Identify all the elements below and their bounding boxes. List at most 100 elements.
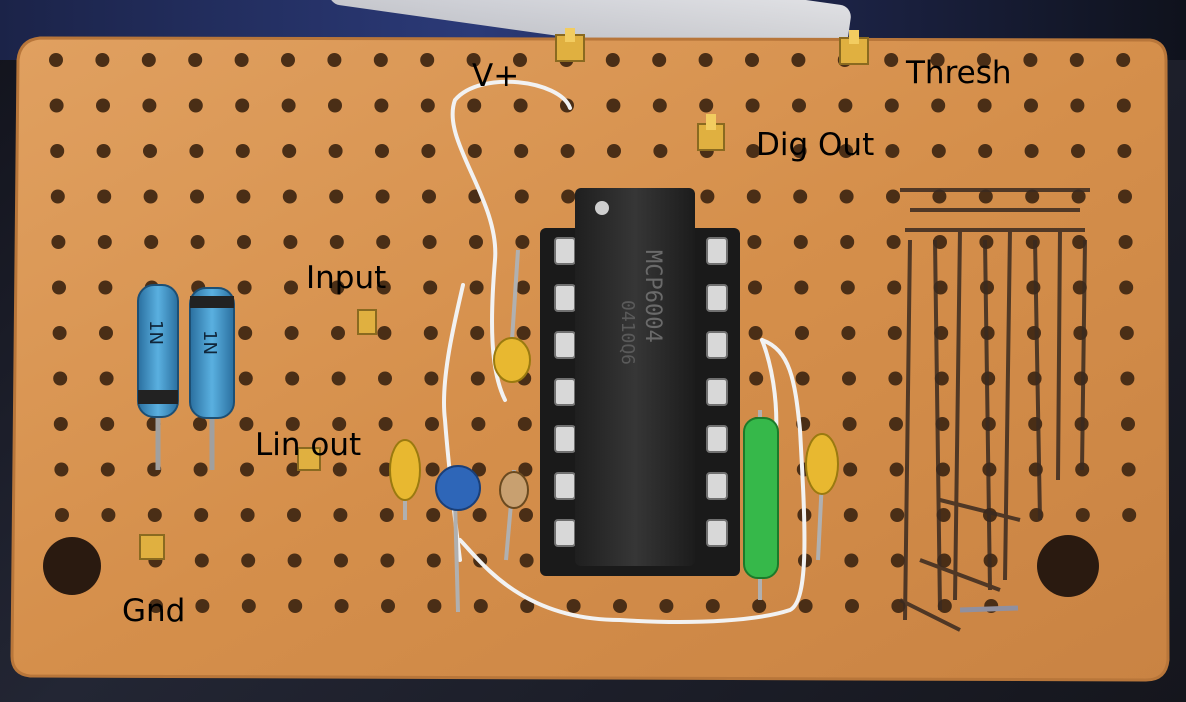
mounting-hole-right <box>1037 535 1099 597</box>
board-hole <box>99 371 114 386</box>
board-hole <box>932 189 947 204</box>
board-hole <box>1117 144 1132 158</box>
board-hole <box>423 326 438 340</box>
board-hole <box>95 53 110 67</box>
mounting-hole-left <box>43 537 101 595</box>
board-hole <box>96 98 110 113</box>
board-hole <box>143 144 157 158</box>
board-hole <box>142 98 157 113</box>
label-thresh: Thresh <box>906 55 1012 91</box>
board-hole <box>839 189 854 204</box>
board-hole <box>978 144 993 158</box>
board-hole <box>235 98 250 113</box>
board-hole <box>840 235 855 249</box>
board-hole <box>282 189 297 204</box>
board-hole <box>189 144 204 158</box>
board-hole <box>842 417 857 431</box>
board-hole <box>333 508 348 522</box>
board-hole <box>841 326 856 340</box>
capacitor-yellow-2 <box>493 249 531 383</box>
board-hole <box>1121 417 1135 431</box>
board-hole <box>100 462 115 477</box>
board-hole <box>420 53 435 67</box>
board-hole <box>195 599 210 613</box>
board-hole <box>652 98 667 113</box>
board-hole <box>561 189 576 204</box>
marker-scribbles <box>899 188 1090 632</box>
board-hole <box>469 280 484 295</box>
board-hole <box>50 189 65 204</box>
board-hole <box>884 98 899 113</box>
board-hole <box>698 53 713 67</box>
board-hole <box>1074 371 1088 386</box>
board-hole <box>467 98 482 113</box>
board-hole <box>886 235 901 249</box>
board-hole <box>1118 189 1132 204</box>
board-hole <box>1026 280 1041 295</box>
socket-pin <box>554 378 576 406</box>
board-hole <box>287 553 302 568</box>
board-hole <box>516 326 531 340</box>
board-hole <box>237 235 251 249</box>
board-hole <box>792 98 806 113</box>
board-hole <box>793 189 808 204</box>
board-hole <box>745 53 759 67</box>
board-hole <box>513 53 527 67</box>
board-hole <box>281 53 295 67</box>
board-hole <box>791 53 806 67</box>
board-hole <box>1024 144 1039 158</box>
board-hole <box>332 462 347 477</box>
board-hole <box>467 144 482 158</box>
board-hole <box>560 144 575 158</box>
board-hole <box>375 144 389 158</box>
board-hole <box>1069 53 1084 67</box>
board-hole <box>238 371 253 386</box>
board-hole <box>748 326 763 340</box>
board-hole <box>239 417 254 431</box>
board-hole <box>1119 280 1134 295</box>
board-hole <box>49 53 63 67</box>
socket-pin <box>554 284 576 312</box>
board-hole <box>426 508 441 522</box>
board-hole <box>1116 53 1131 67</box>
board-hole <box>606 98 621 113</box>
socket-pin <box>554 331 576 359</box>
board-hole <box>381 599 395 613</box>
board-hole <box>141 53 156 67</box>
ic-chip: MCP6004 0410Q6 <box>575 188 695 566</box>
board-hole <box>469 235 483 249</box>
ic-marking-batch: 0410Q6 <box>617 300 638 365</box>
board-hole <box>887 280 902 295</box>
board-hole <box>886 189 900 204</box>
board-hole <box>96 144 111 158</box>
board-hole <box>334 599 349 613</box>
header-pin-digout <box>697 114 725 151</box>
board-hole <box>931 144 946 158</box>
board-hole <box>97 189 112 204</box>
board-hole <box>514 144 529 158</box>
board-hole <box>282 144 297 158</box>
board-hole <box>519 553 534 568</box>
board-hole <box>237 280 252 295</box>
board-hole <box>746 189 761 204</box>
board-hole <box>330 280 345 295</box>
board-hole <box>1071 144 1085 158</box>
board-hole <box>425 417 439 431</box>
board-hole <box>422 189 436 204</box>
board-hole <box>240 462 254 477</box>
board-hole <box>843 462 858 477</box>
board-hole <box>1119 326 1134 340</box>
board-hole <box>380 553 395 568</box>
board-hole <box>1024 98 1038 113</box>
board-hole <box>517 417 532 431</box>
board-hole <box>328 98 342 113</box>
board-hole <box>605 53 620 67</box>
board-hole <box>331 326 345 340</box>
board-hole <box>375 189 390 204</box>
board-hole <box>144 235 159 249</box>
wire-link <box>959 605 1019 613</box>
board-hole <box>1122 508 1137 522</box>
board-hole <box>328 144 343 158</box>
board-hole <box>425 462 440 477</box>
board-hole <box>1118 235 1133 249</box>
